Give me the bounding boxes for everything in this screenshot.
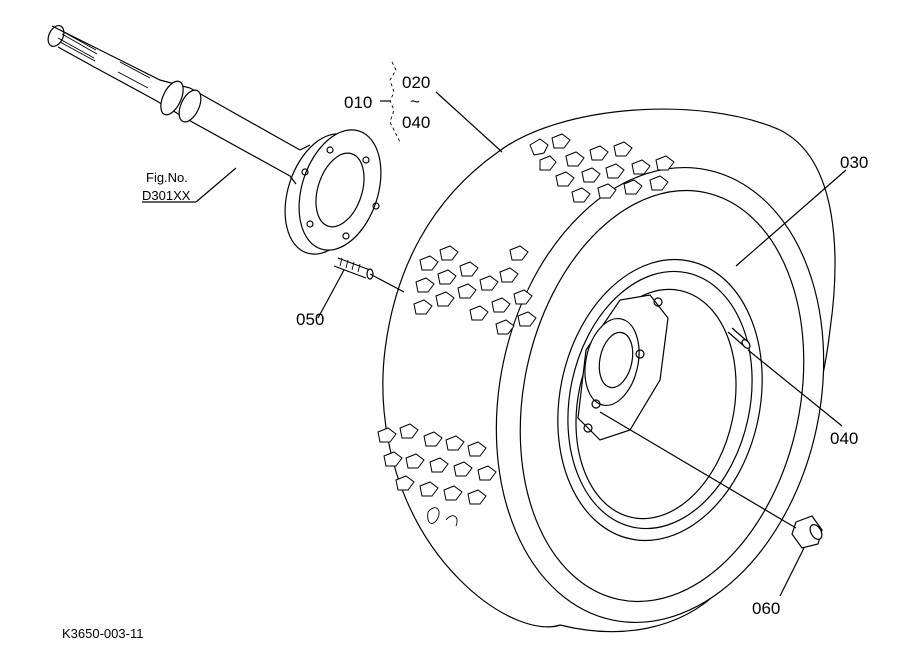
stud-bolt	[333, 257, 374, 280]
callout-050: 050	[296, 310, 324, 329]
callout-range-separator: ~	[410, 92, 420, 111]
callout-030: 030	[840, 153, 868, 172]
fig-ref-label: Fig.No.	[146, 170, 188, 185]
callout-040-range-end: 040	[402, 113, 430, 132]
callout-010: 010	[344, 93, 372, 112]
axle-shaft	[47, 25, 301, 177]
wheel-rim	[557, 258, 763, 542]
callout-060: 060	[752, 599, 780, 618]
leader-lines	[142, 61, 847, 597]
drawing-code: K3650-003-11	[62, 626, 143, 641]
callout-020: 020	[402, 73, 430, 92]
callout-040: 040	[830, 429, 858, 448]
hub-flange	[284, 129, 382, 255]
lug-nut	[791, 515, 823, 549]
fig-ref-number: D301XX	[142, 188, 191, 203]
